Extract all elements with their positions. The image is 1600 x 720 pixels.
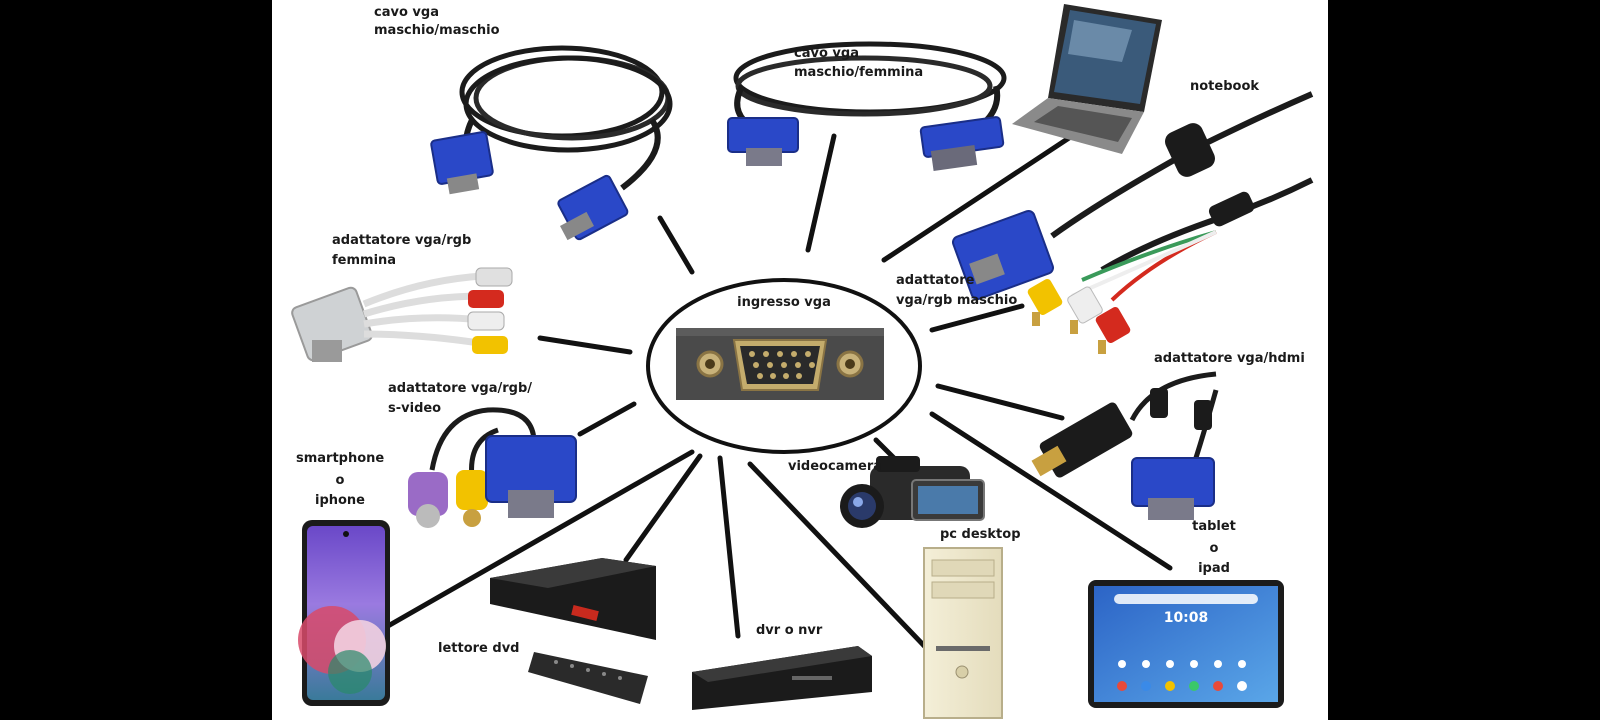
line-hdmi [935,383,1065,421]
label-rgb-f-line1: adattatore vga/rgb [332,233,472,248]
label-cavo-mm-line1: cavo vga [374,5,439,20]
label-cavo-mf-line1: cavo vga [794,46,859,61]
line-cavo-mf [805,133,837,253]
label-lettore-dvd: lettore dvd [438,641,520,656]
vga-svideo-adapter-image [408,407,577,528]
tablet-image [1088,580,1284,708]
label-dvr: dvr o nvr [756,623,823,638]
connector-lines [385,133,1173,657]
label-rgb-m-line1: adattatore [896,273,975,288]
line-pc [747,461,935,657]
line-notebook [881,133,1075,263]
vga-input-hub [646,278,922,454]
label-tablet-line3: ipad [1198,561,1230,576]
label-smartphone-line3: iphone [314,493,366,508]
label-pc-desktop: pc desktop [940,527,1021,542]
label-videocamera: videocamera [788,459,883,474]
notebook-image [1012,4,1162,154]
label-svideo-line1: adattatore vga/rgb/ [388,381,533,396]
vga-cable-male-male-image [430,45,673,241]
tablet-clock: 10:08 [1163,610,1209,626]
line-rgb-f [537,335,633,355]
label-rgb-m-line2: vga/rgb maschio [896,293,1018,308]
label-tablet-line2: o [1209,541,1219,556]
label-hdmi: adattatore vga/hdmi [1154,351,1305,366]
dvr-image [692,646,872,710]
smartphone-image [298,520,390,706]
line-svideo [577,401,637,437]
vga-hdmi-adapter-image [1031,371,1219,520]
videocamera-image [840,456,985,528]
label-tablet-line1: tablet [1192,519,1236,534]
label-notebook: notebook [1190,79,1260,94]
label-cavo-mm-line2: maschio/maschio [374,23,500,38]
label-smartphone-line1: smartphone [296,451,385,466]
line-dvd [623,453,703,563]
label-cavo-mf-line2: maschio/femmina [794,65,924,80]
vga-rgb-female-adapter-image [291,267,513,362]
line-rgb-m [929,303,1025,333]
rca-plugs [1027,278,1131,354]
line-tablet [929,411,1173,571]
pc-desktop-image [923,547,1003,719]
diagram-graphics [291,4,1314,719]
label-rgb-f-line2: femmina [332,253,397,268]
label-smartphone-line2: o [335,473,345,488]
vga-cable-male-female-image [727,41,1007,171]
label-svideo-line2: s-video [388,401,442,416]
hub-label: ingresso vga [737,295,831,310]
diagram-canvas: ingresso vga cavo vga maschio/maschio ca… [272,0,1328,720]
line-cavo-mm [657,215,695,275]
vga-rgb-male-adapter-image [951,91,1314,354]
dvd-player-image [490,558,656,704]
line-videocamera [873,437,897,461]
line-smartphone [385,449,695,629]
line-dvr [717,455,741,639]
